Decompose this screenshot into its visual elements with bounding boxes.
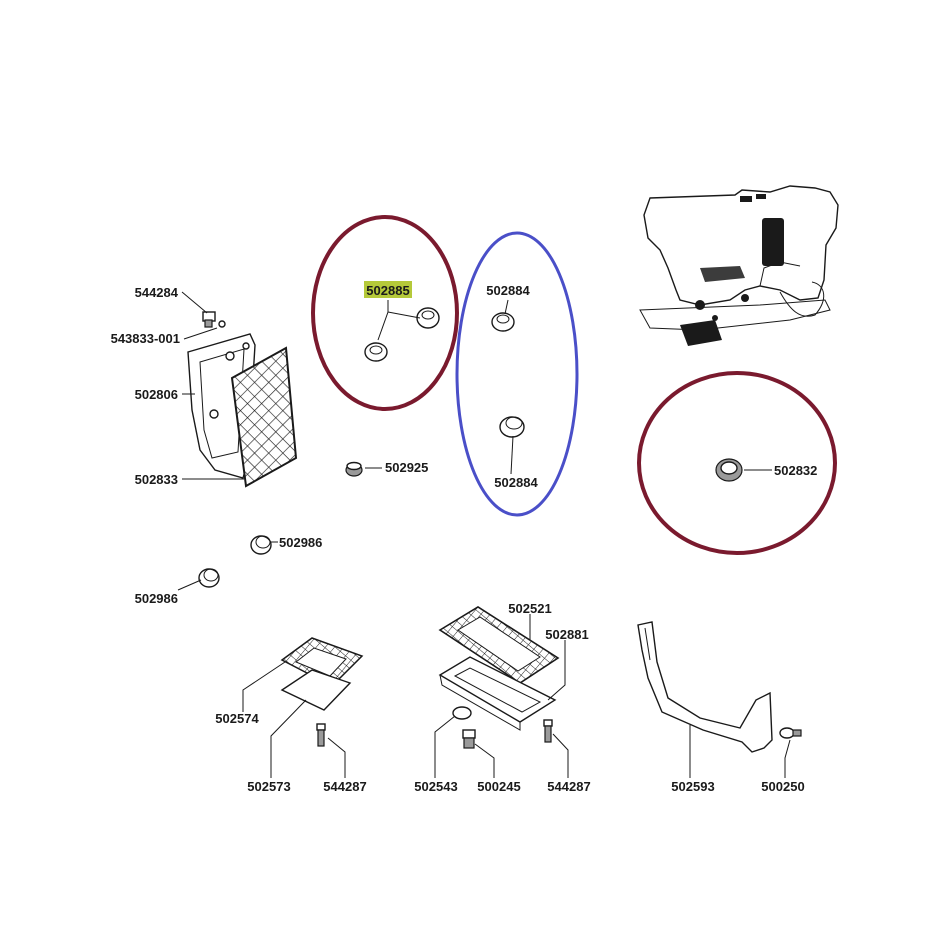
screw-544287-a bbox=[316, 723, 326, 747]
label-544287-right: 544287 bbox=[547, 779, 590, 794]
label-502986-left: 502986 bbox=[135, 591, 178, 606]
cover-502881 bbox=[438, 656, 557, 731]
grommet-502832 bbox=[715, 458, 743, 482]
label-502521: 502521 bbox=[508, 601, 551, 616]
plug-502986-a bbox=[250, 535, 272, 555]
label-502884-bottom: 502884 bbox=[494, 475, 538, 490]
screw-500245 bbox=[462, 729, 476, 749]
label-502593: 502593 bbox=[671, 779, 714, 794]
washer-502543 bbox=[452, 706, 472, 720]
label-502573: 502573 bbox=[247, 779, 290, 794]
label-500250: 500250 bbox=[761, 779, 804, 794]
label-502833: 502833 bbox=[135, 472, 178, 487]
plug-502884-b bbox=[499, 416, 525, 438]
label-502806: 502806 bbox=[135, 387, 178, 402]
leader-lines bbox=[177, 291, 791, 778]
screw-500250 bbox=[779, 727, 802, 739]
label-502574: 502574 bbox=[215, 711, 259, 726]
cover-plate-502806 bbox=[187, 333, 256, 479]
plug-502925 bbox=[345, 461, 363, 477]
label-502832: 502832 bbox=[774, 463, 817, 478]
label-544287-left: 544287 bbox=[323, 779, 366, 794]
mesh-screen-502833 bbox=[230, 346, 298, 488]
part-labels: 544284 543833-001 502806 502833 502885 5… bbox=[111, 283, 818, 794]
bracket-502593 bbox=[637, 621, 773, 753]
screw-544284 bbox=[202, 311, 226, 328]
grommet-502885-a bbox=[364, 342, 388, 362]
gasket-502521 bbox=[438, 606, 560, 684]
highlight-502885 bbox=[364, 281, 412, 298]
red-circle-right bbox=[637, 371, 837, 555]
grommet-502885-b bbox=[416, 307, 440, 329]
label-502986-right: 502986 bbox=[279, 535, 322, 550]
label-502881: 502881 bbox=[545, 627, 588, 642]
label-502884-top: 502884 bbox=[486, 283, 530, 298]
red-circle-left bbox=[311, 215, 459, 411]
screw-544287-b bbox=[543, 719, 553, 743]
label-502885: 502885 bbox=[366, 283, 409, 298]
label-543833-001: 543833-001 bbox=[111, 331, 180, 346]
grommet-502884-a bbox=[491, 312, 515, 332]
blue-circle bbox=[455, 231, 579, 517]
label-500245: 500245 bbox=[477, 779, 520, 794]
sewing-machine-illustration bbox=[639, 185, 839, 346]
label-502543: 502543 bbox=[414, 779, 457, 794]
plug-502986-b bbox=[198, 568, 220, 588]
label-544284: 544284 bbox=[135, 285, 179, 300]
label-502925: 502925 bbox=[385, 460, 428, 475]
plate-502573 bbox=[280, 669, 352, 711]
